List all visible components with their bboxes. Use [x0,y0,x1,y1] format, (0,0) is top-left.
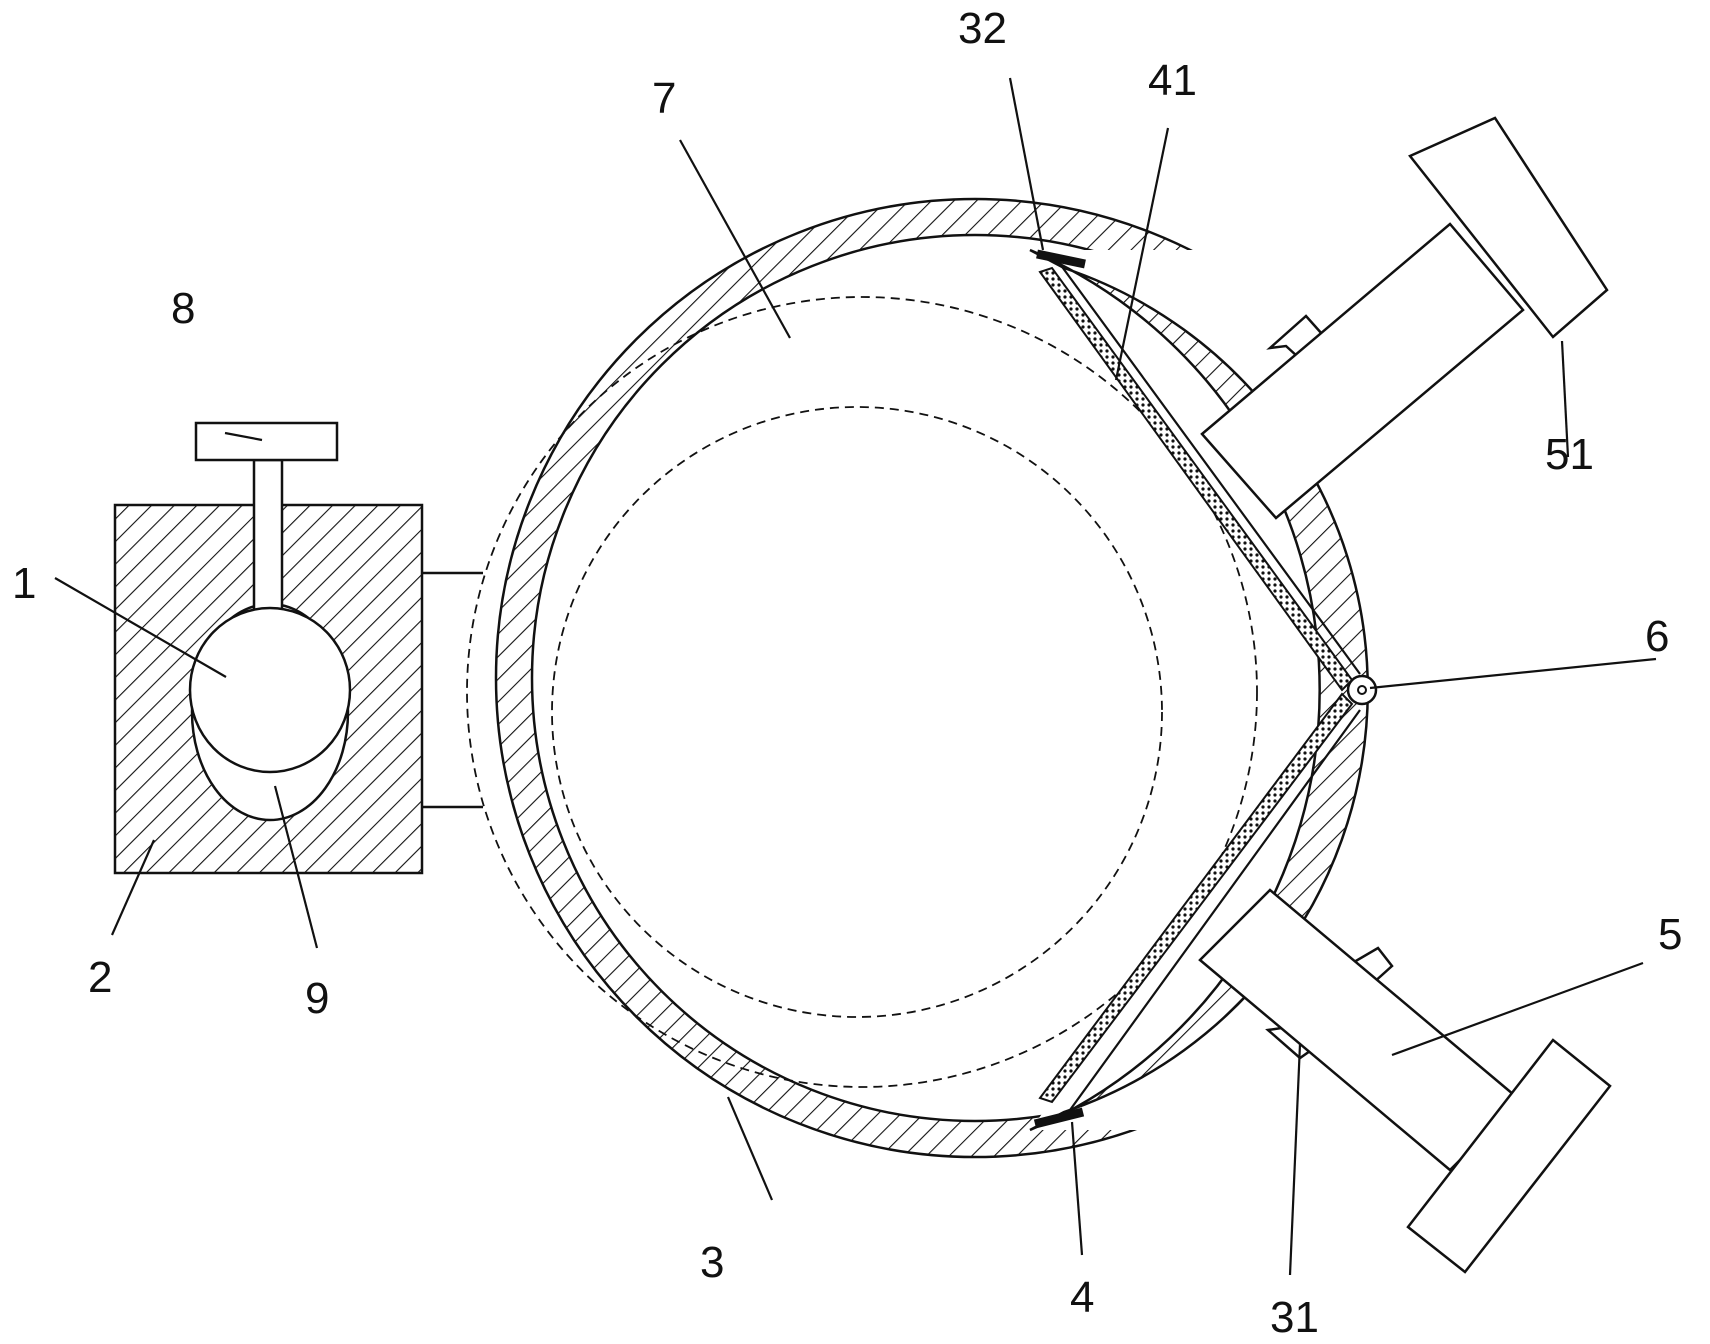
lower-t-handle [1198,888,1612,1274]
label-5: 5 [1658,910,1682,959]
label-3: 3 [700,1238,724,1287]
label-31: 31 [1270,1293,1319,1342]
ball [188,606,352,774]
label-2: 2 [88,953,112,1002]
label-6: 6 [1645,612,1669,661]
v-support-lines [1059,263,1361,1111]
pivot [1346,674,1378,706]
label-32: 32 [958,4,1007,53]
label-51: 51 [1545,430,1594,479]
leader-lines [54,77,1657,1276]
label-7: 7 [652,74,676,123]
label-9: 9 [305,974,329,1023]
upper-t-handle [1200,116,1609,520]
dashed-circles [466,296,1258,1088]
label-1: 1 [12,559,36,608]
part-labels: 1 8 2 9 7 32 41 51 6 5 3 4 31 [12,4,1682,1342]
label-8: 8 [171,284,195,333]
connector-bracket [422,571,483,809]
hatched-ring [494,197,1456,1159]
label-41: 41 [1148,56,1197,105]
label-4: 4 [1070,1273,1094,1322]
seals [1033,249,1086,1129]
